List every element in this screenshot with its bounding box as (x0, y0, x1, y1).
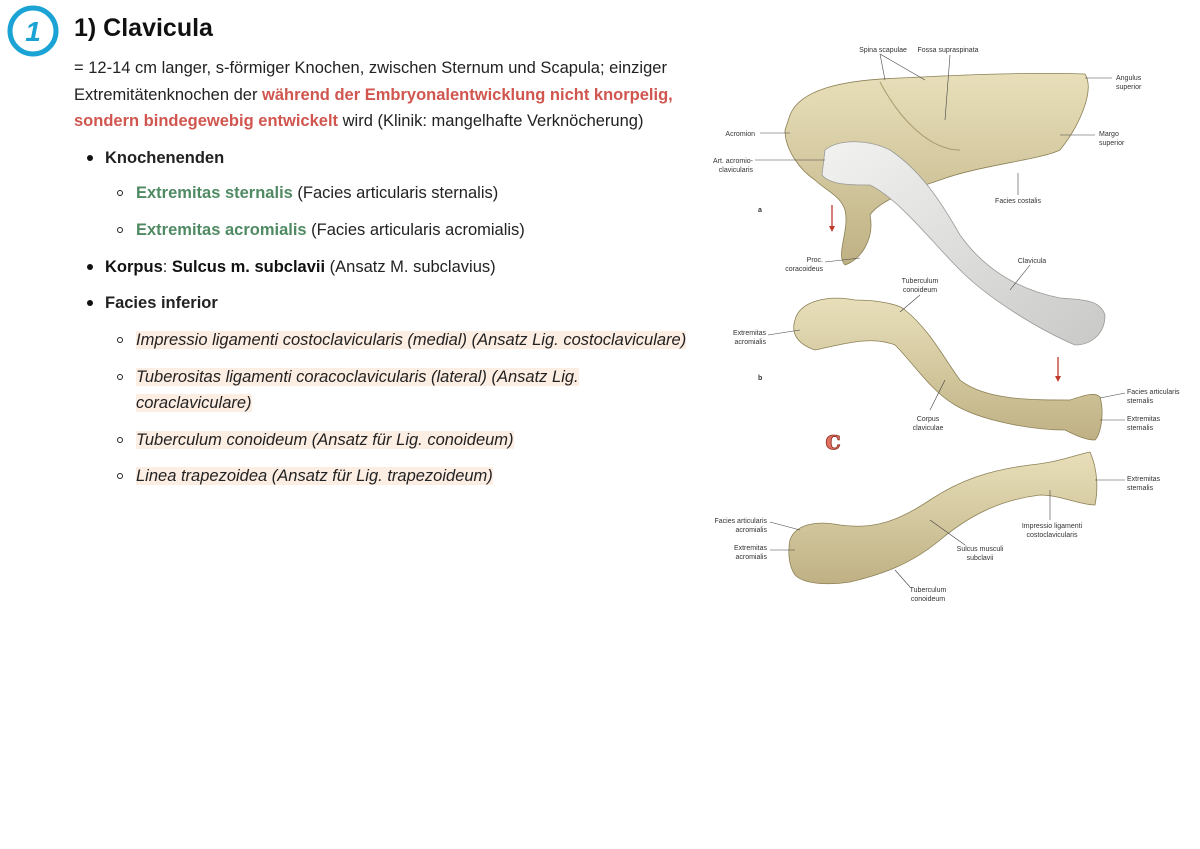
label-spina-scapulae: Spina scapulae (859, 47, 907, 54)
label-art-acromio: Art. acromio- (713, 158, 754, 165)
label-corpus-claviculae: Corpus (917, 416, 940, 423)
list-item-tuberositas-cont: coraclaviculare) (136, 390, 252, 417)
label-clavicula: Clavicula (1018, 258, 1047, 265)
label-angulus-superior-2: superior (1116, 84, 1142, 91)
bullet-dot (87, 264, 93, 270)
label-corpus-claviculae-2: claviculae (913, 425, 944, 432)
leader-lines (755, 53, 1126, 588)
sub-bullet-circle (117, 437, 123, 443)
term-extremitas-sternalis: Extremitas sternalis (136, 184, 293, 202)
fi-item1-text: Impressio ligamenti costoclavicularis (m… (136, 331, 687, 349)
label-margo-superior: Margo (1099, 131, 1119, 138)
label-c-extremitas-acromialis-2: acromialis (735, 554, 767, 561)
panel-a-clavicula (821, 141, 1106, 346)
label-c-extremitas-sternalis-2: sternalis (1127, 485, 1154, 492)
label-angulus-superior: Angulus (1116, 75, 1142, 82)
label-impressio-lig: Impressio ligamenti (1022, 523, 1083, 530)
red-arrow-icon (829, 205, 1061, 382)
intro-text-end: wird (Klinik: mangelhafte Verknöcherung) (338, 112, 644, 130)
label-c-extremitas-acromialis: Extremitas (734, 545, 768, 552)
desc-sulcus-subclavii: (Ansatz M. subclavius) (325, 258, 496, 276)
list-item-impressio: Impressio ligamenti costoclavicularis (m… (136, 327, 687, 354)
list-item-facies-inferior: Facies inferior (105, 294, 218, 312)
label-facies-costalis: Facies costalis (995, 198, 1041, 205)
label-extremitas-sternalis-2: sternalis (1127, 425, 1154, 432)
intro-highlight: während der Embryonalentwicklung nicht k… (74, 85, 673, 131)
page-title: 1) Clavicula (74, 14, 213, 42)
label-fossa-supraspinata: Fossa supraspinata (917, 47, 978, 54)
sub-bullet-circle (117, 374, 123, 380)
list-item-tuberositas: Tuberositas ligamenti coracoclavicularis… (136, 364, 579, 391)
label-extremitas-acromialis-2: acromialis (734, 339, 766, 346)
label-c-extremitas-sternalis: Extremitas (1127, 476, 1161, 483)
fi-item2-line2: coraclaviculare) (136, 394, 252, 412)
label-sulcus-musculi-2: subclavii (967, 555, 994, 562)
sub-bullet-circle (117, 227, 123, 233)
label-tuberculum-conoideum: Tuberculum (902, 278, 939, 285)
label-facies-art-sternalis: Facies articularis (1127, 389, 1180, 396)
label-extremitas-sternalis: Extremitas (1127, 416, 1161, 423)
label-margo-superior-2: superior (1099, 140, 1125, 147)
desc-extremitas-sternalis: (Facies articularis sternalis) (292, 184, 499, 202)
panel-c-clavicula (788, 451, 1098, 585)
desc-extremitas-acromialis: (Facies articularis acromialis) (306, 221, 525, 239)
clavicula-anatomy-figure: Spina scapulae Fossa supraspinata Angulu… (713, 47, 1180, 603)
label-facies-art-acromialis-2: acromialis (735, 527, 767, 534)
label-c-tuberculum: Tuberculum (910, 587, 947, 594)
sub-bullet-circle (117, 190, 123, 196)
label-proc-coracoideus: Proc. (807, 257, 823, 264)
panel-b-clavicula (793, 297, 1103, 441)
label-sulcus-musculi: Sulcus musculi (957, 546, 1004, 553)
intro-paragraph: = 12-14 cm langer, s-förmiger Knochen, z… (74, 55, 724, 135)
korpus-label: Korpus (105, 258, 163, 276)
term-extremitas-acromialis: Extremitas acromialis (136, 221, 307, 239)
term-sulcus-subclavii: Sulcus m. subclavii (171, 258, 326, 276)
sub-bullet-circle (117, 473, 123, 479)
bullet-dot (87, 300, 93, 306)
list-item-knochenenden: Knochenenden (105, 149, 225, 167)
label-c-tuberculum-2: conoideum (911, 596, 945, 603)
label-extremitas-acromialis: Extremitas (733, 330, 767, 337)
fi-item3-text: Tuberculum conoideum (Ansatz für Lig. co… (136, 431, 514, 449)
fi-item2-line1: Tuberositas ligamenti coracoclavicularis… (136, 368, 579, 386)
badge-number: 1 (25, 16, 41, 47)
label-panel-a: a (758, 207, 762, 214)
label-art-acromio-2: clavicularis (719, 167, 754, 174)
label-facies-art-acromialis: Facies articularis (714, 518, 767, 525)
number-badge-icon: 1 (7, 5, 59, 57)
list-item-extremitas-acromialis: Extremitas acromialis (Facies articulari… (136, 217, 525, 244)
label-panel-c: c (825, 426, 841, 456)
list-item-tuberculum: Tuberculum conoideum (Ansatz für Lig. co… (136, 427, 514, 454)
panel-a-scapula (784, 72, 1089, 266)
label-panel-b: b (758, 375, 762, 382)
label-proc-coracoideus-2: coracoideus (785, 266, 823, 273)
list-item-korpus: Korpus: Sulcus m. subclavii (Ansatz M. s… (105, 254, 496, 281)
list-item-extremitas-sternalis: Extremitas sternalis (Facies articularis… (136, 180, 498, 207)
sub-bullet-circle (117, 337, 123, 343)
list-item-linea: Linea trapezoidea (Ansatz für Lig. trape… (136, 463, 493, 490)
label-tuberculum-conoideum-2: conoideum (903, 287, 937, 294)
label-impressio-lig-2: costoclavicularis (1027, 532, 1078, 539)
label-acromion: Acromion (725, 131, 755, 138)
bullet-dot (87, 155, 93, 161)
label-facies-art-sternalis-2: sternalis (1127, 398, 1154, 405)
korpus-sep: : (162, 258, 172, 276)
intro-text: = 12-14 cm langer, s-förmiger Knochen, z… (74, 59, 667, 104)
fi-item4-text: Linea trapezoidea (Ansatz für Lig. trape… (136, 467, 493, 485)
